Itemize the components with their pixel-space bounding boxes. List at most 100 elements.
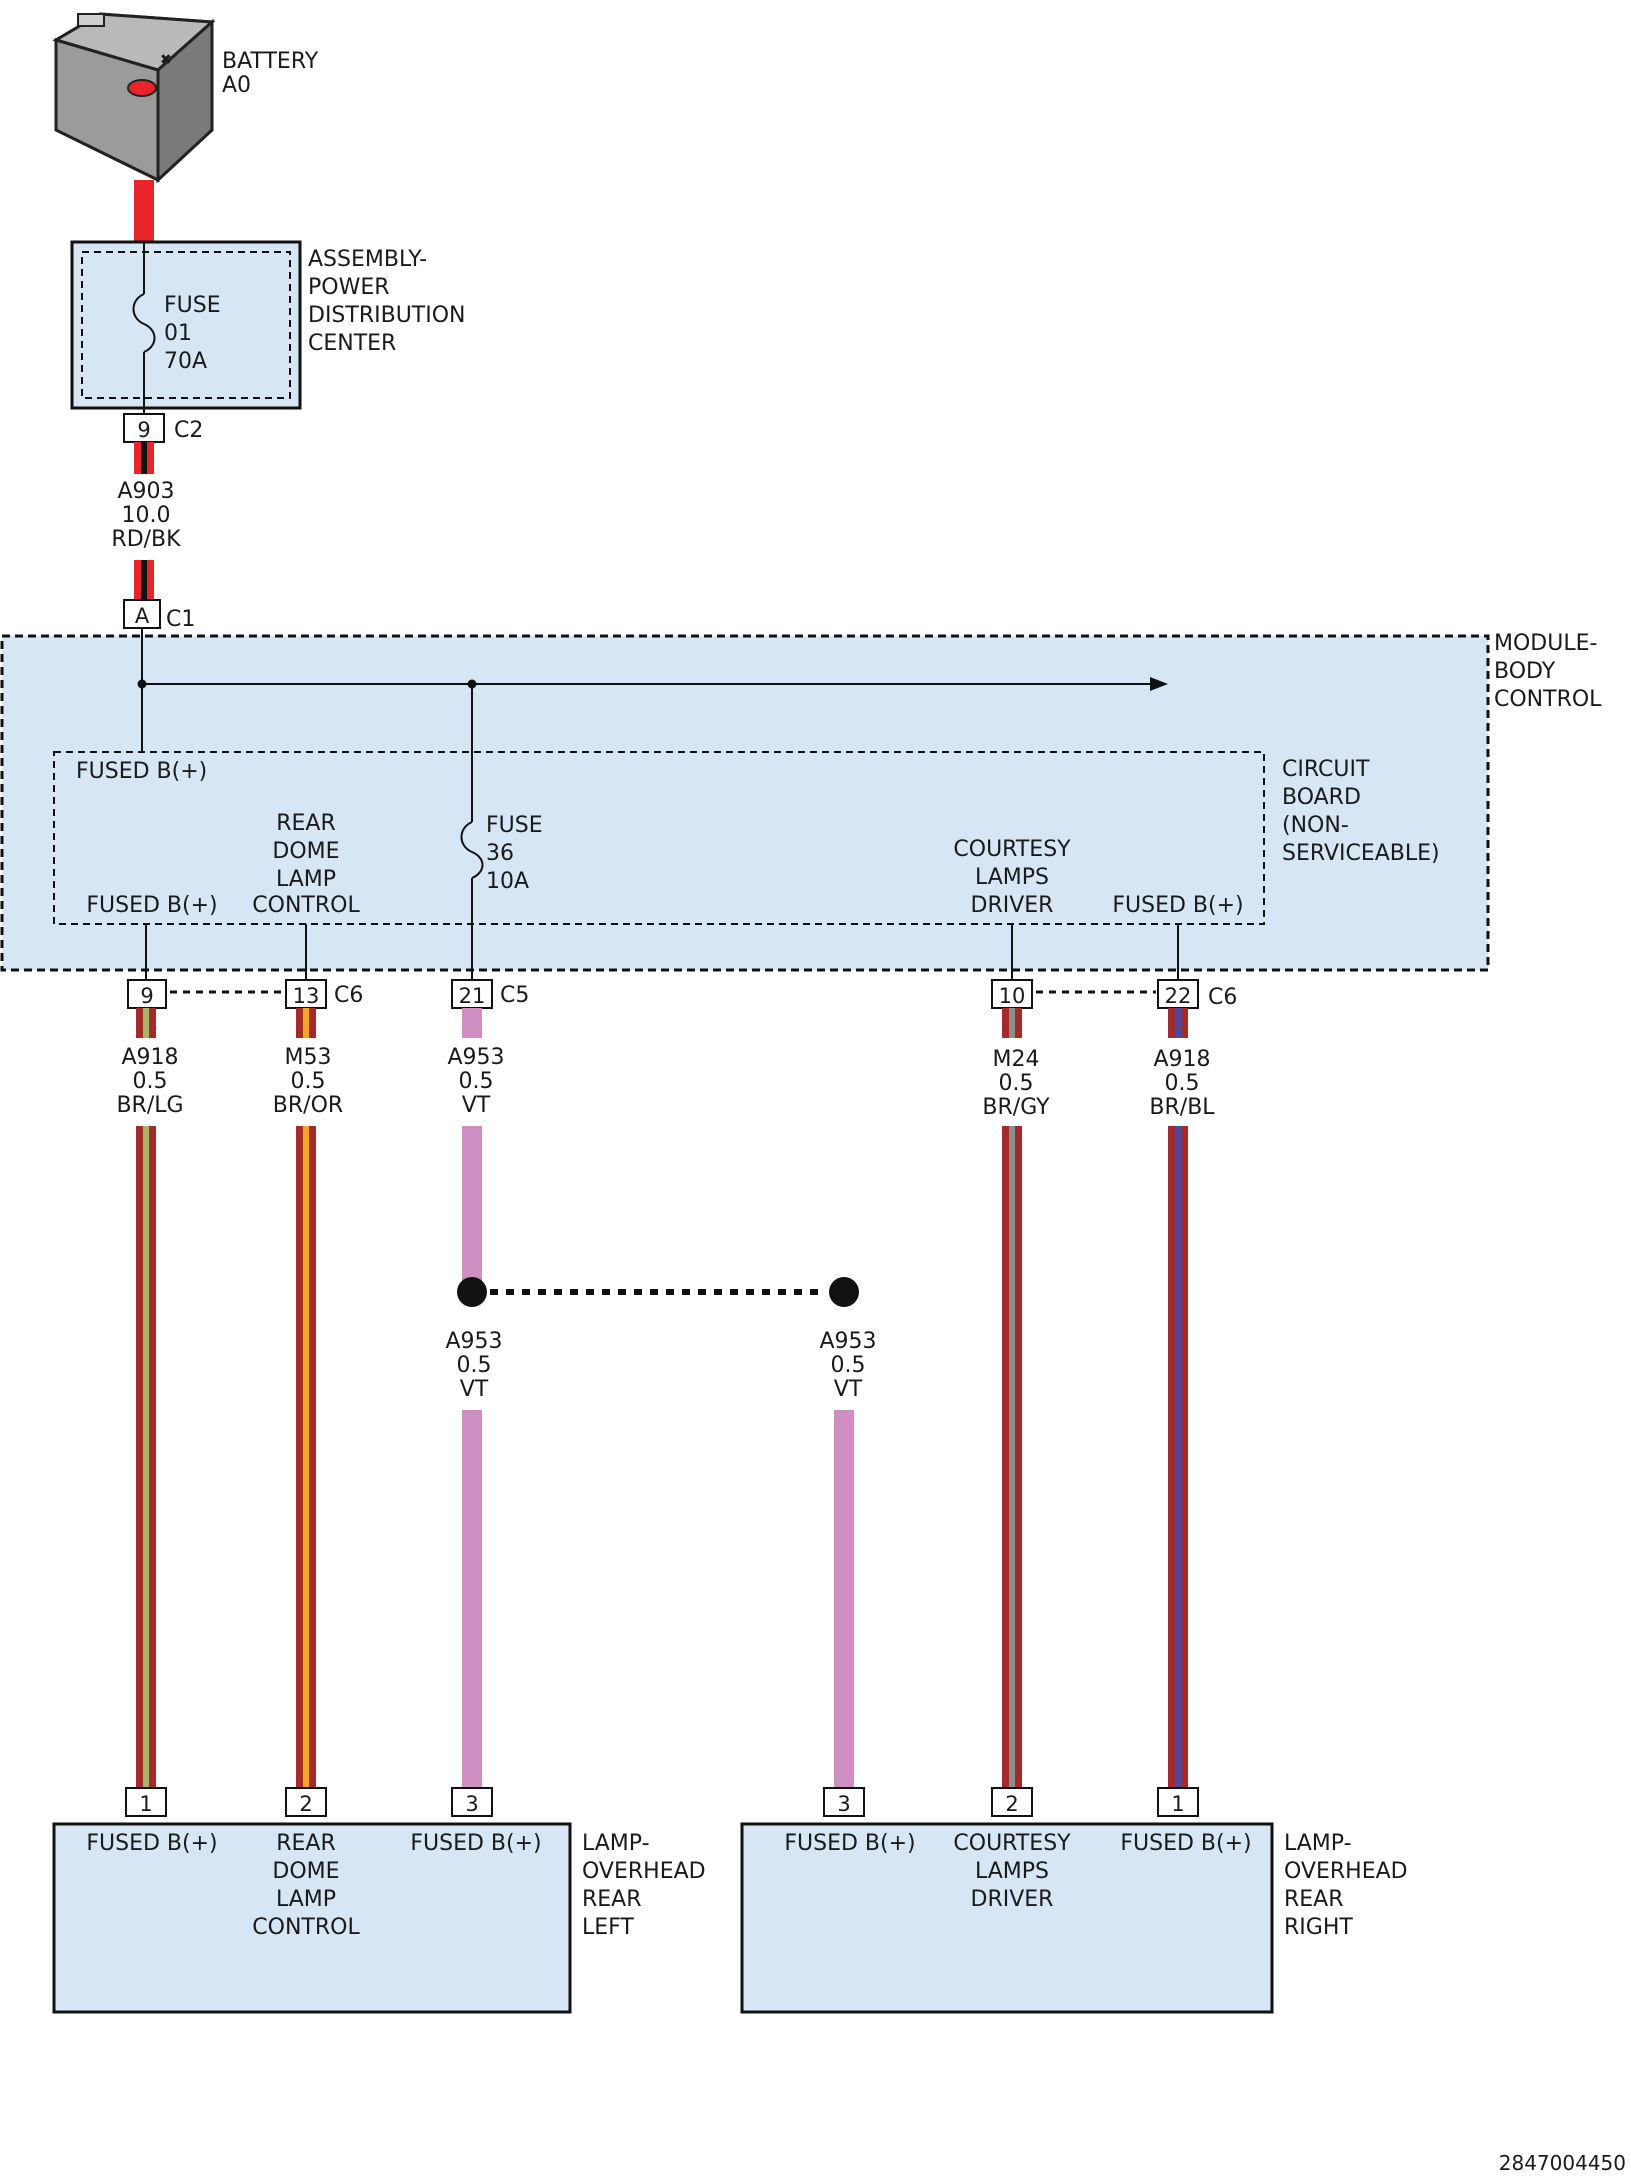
bcm-label-1: MODULE- xyxy=(1494,631,1597,656)
wire-5-gauge: 0.5 xyxy=(1165,1071,1200,1096)
lamp-left-pin-2: 2 xyxy=(285,1787,327,1817)
wire-3-color: VT xyxy=(462,1093,491,1118)
lamp-right-label-2: OVERHEAD xyxy=(1284,1859,1408,1884)
arrow-right-icon xyxy=(1150,677,1168,691)
pdc-fuse-name: FUSE xyxy=(164,293,221,318)
wire-3-gauge: 0.5 xyxy=(459,1069,494,1094)
bcm-pin-22: 22 xyxy=(1157,979,1199,1009)
pdc-fuse-number: 01 xyxy=(164,321,192,346)
splice-right-circuit: A953 xyxy=(819,1329,876,1354)
wire-m24-br-gy xyxy=(1002,1008,1022,1788)
wire-a918-br-bl xyxy=(1168,1008,1188,1788)
splice-left-gauge: 0.5 xyxy=(457,1353,492,1378)
splice-left-circuit: A953 xyxy=(445,1329,502,1354)
svg-text:✖: ✖ xyxy=(160,52,172,68)
wire-a918-br-lg xyxy=(136,1008,156,1788)
splice-right-gauge: 0.5 xyxy=(831,1353,866,1378)
wire-4-gauge: 0.5 xyxy=(999,1071,1034,1096)
lamp-right-courtesy-3: DRIVER xyxy=(971,1887,1054,1912)
lamp-right-courtesy-2: LAMPS xyxy=(975,1859,1049,1884)
svg-text:2: 2 xyxy=(1005,1792,1018,1816)
lamp-left-box xyxy=(52,1822,572,2014)
lamp-right-label-4: RIGHT xyxy=(1284,1915,1353,1940)
bcm-fused-right: FUSED B(+) xyxy=(1112,893,1243,918)
wire-1-circuit: A918 xyxy=(121,1045,178,1070)
svg-text:2: 2 xyxy=(299,1792,312,1816)
board-label-3: (NON- xyxy=(1282,813,1349,838)
bcm-pin-a: A xyxy=(135,604,150,628)
wire-5-circuit: A918 xyxy=(1153,1047,1210,1072)
fuse-01-icon xyxy=(132,293,156,353)
bcm-fused-left: FUSED B(+) xyxy=(86,893,217,918)
lamp-left-pin-3: 3 xyxy=(451,1787,493,1817)
bcm-courtesy-2: LAMPS xyxy=(975,865,1049,890)
lamp-left-label-2: OVERHEAD xyxy=(582,1859,706,1884)
bcm-rear-dome-3: LAMP xyxy=(276,867,336,892)
wire-m53-br-or xyxy=(296,1008,316,1788)
wire-3-circuit: A953 xyxy=(447,1045,504,1070)
svg-text:9: 9 xyxy=(140,984,153,1008)
lamp-right-pin-2: 2 xyxy=(991,1787,1033,1817)
lamp-right-pin-1: 1 xyxy=(1157,1787,1199,1817)
lamp-left-label-4: LEFT xyxy=(582,1915,634,1940)
board-label-4: SERVICEABLE) xyxy=(1282,841,1440,866)
circuit-board xyxy=(53,751,1265,925)
lamp-right-fused-1: FUSED B(+) xyxy=(1120,1831,1251,1856)
board-label-2: BOARD xyxy=(1282,785,1361,810)
bcm-pin-21: 21 xyxy=(451,979,493,1009)
lamp-right-label-1: LAMP- xyxy=(1284,1831,1352,1856)
pdc-label-2: POWER xyxy=(308,275,390,300)
splice-left-color: VT xyxy=(460,1377,489,1402)
svg-text:1: 1 xyxy=(1171,1792,1184,1816)
bcm-fuse-number: 36 xyxy=(486,841,514,866)
wire-2-color: BR/OR xyxy=(273,1093,343,1118)
wire-4-color: BR/GY xyxy=(982,1095,1050,1120)
lamp-left-fused-3: FUSED B(+) xyxy=(410,1831,541,1856)
lamp-right-courtesy-1: COURTESY xyxy=(953,1831,1071,1856)
lamp-left-fused-1: FUSED B(+) xyxy=(86,1831,217,1856)
wire-2-circuit: M53 xyxy=(285,1045,332,1070)
bcm-connector-c5: C5 xyxy=(500,983,529,1008)
bcm-courtesy-3: DRIVER xyxy=(971,893,1054,918)
svg-text:3: 3 xyxy=(465,1792,478,1816)
lamp-left-rear-dome-2: DOME xyxy=(272,1859,339,1884)
lamp-left-rear-dome-1: REAR xyxy=(276,1831,336,1856)
bcm-connector-c6-left: C6 xyxy=(334,983,363,1008)
lamp-left-rear-dome-4: CONTROL xyxy=(252,1915,360,1940)
bcm-pin-13: 13 xyxy=(285,979,327,1009)
lamp-left-label-1: LAMP- xyxy=(582,1831,650,1856)
svg-text:21: 21 xyxy=(459,984,486,1008)
pdc-pin: 9 xyxy=(137,418,150,442)
lamp-left-pin-1: 1 xyxy=(125,1787,167,1817)
board-label-1: CIRCUIT xyxy=(1282,757,1370,782)
lamp-left-rear-dome-3: LAMP xyxy=(276,1887,336,1912)
bcm-rear-dome-1: REAR xyxy=(276,811,336,836)
wire-a953-vt-right xyxy=(834,1410,854,1788)
bcm-fuse-rating: 10A xyxy=(486,869,529,894)
bcm-pin-9: 9 xyxy=(127,979,167,1009)
bcm-courtesy-1: COURTESY xyxy=(953,837,1071,862)
pdc-pin-box xyxy=(123,413,165,443)
bcm-connector-c6-right: C6 xyxy=(1208,985,1237,1010)
pdc-connector: C2 xyxy=(174,418,203,443)
lamp-right-box xyxy=(740,1822,1274,2014)
splice-right xyxy=(829,1277,859,1307)
wire-2-gauge: 0.5 xyxy=(291,1069,326,1094)
battery-cable xyxy=(134,180,154,242)
battery-label: BATTERY xyxy=(222,49,319,74)
battery-icon: ✖ xyxy=(52,12,216,184)
wire-5-color: BR/BL xyxy=(1149,1095,1215,1120)
lamp-right-pin-3: 3 xyxy=(823,1787,865,1817)
document-id: 2847004450 xyxy=(1499,2151,1626,2175)
wire-a953-vt xyxy=(462,1008,482,1788)
wire-1-color: BR/LG xyxy=(116,1093,183,1118)
bcm-fuse-name: FUSE xyxy=(486,813,543,838)
bcm-rear-dome-2: DOME xyxy=(272,839,339,864)
lamp-right-fused-3: FUSED B(+) xyxy=(784,1831,915,1856)
pdc-fuse-rating: 70A xyxy=(164,349,207,374)
board-fused-top: FUSED B(+) xyxy=(76,759,207,784)
pdc-label-3: DISTRIBUTION xyxy=(308,303,466,328)
bcm-pin-a-box xyxy=(123,599,161,629)
bcm-box xyxy=(0,634,1490,972)
